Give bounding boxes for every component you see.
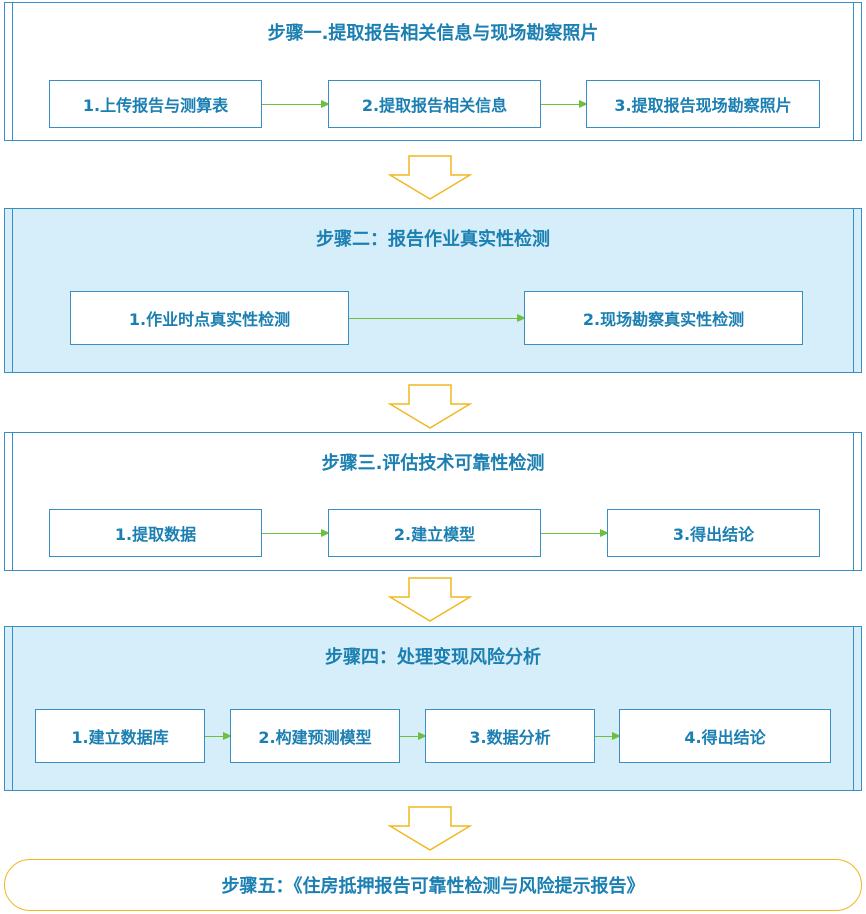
step-4-title: 步骤四：处理变现风险分析 <box>5 643 861 669</box>
step-2-box-2: 2.现场勘察真实性检测 <box>524 291 803 345</box>
step-4-box-4: 4.得出结论 <box>619 709 831 763</box>
step-2-panel: 步骤二：报告作业真实性检测 1.作业时点真实性检测 2.现场勘察真实性检测 <box>4 208 862 373</box>
step-3-arrow-1 <box>262 533 328 534</box>
step-3-panel: 步骤三.评估技术可靠性检测 1.提取数据 2.建立模型 3.得出结论 <box>4 432 862 571</box>
step-2-box-1: 1.作业时点真实性检测 <box>70 291 349 345</box>
step-4-panel: 步骤四：处理变现风险分析 1.建立数据库 2.构建预测模型 3.数据分析 4.得… <box>4 626 862 791</box>
step-4-arrow-3 <box>595 736 619 737</box>
step-1-arrow-1 <box>262 104 328 105</box>
step-3-box-2: 2.建立模型 <box>328 509 541 557</box>
step-4-box-1: 1.建立数据库 <box>35 709 205 763</box>
down-arrow-3 <box>388 577 472 622</box>
step-4-arrow-1 <box>205 736 230 737</box>
step-4-arrow-2 <box>400 736 425 737</box>
down-arrow-2 <box>388 384 472 429</box>
step-3-box-1: 1.提取数据 <box>49 509 262 557</box>
step-3-title: 步骤三.评估技术可靠性检测 <box>5 449 861 475</box>
step-4-box-3: 3.数据分析 <box>425 709 595 763</box>
step-3-arrow-2 <box>541 533 607 534</box>
step-3-box-3: 3.得出结论 <box>607 509 820 557</box>
step-2-title: 步骤二：报告作业真实性检测 <box>5 225 861 251</box>
step-1-panel: 步骤一.提取报告相关信息与现场勘察照片 1.上传报告与测算表 2.提取报告相关信… <box>4 2 862 141</box>
step-1-box-1: 1.上传报告与测算表 <box>49 80 262 128</box>
step-1-title: 步骤一.提取报告相关信息与现场勘察照片 <box>5 19 861 45</box>
step-5-final-report: 步骤五：《住房抵押报告可靠性检测与风险提示报告》 <box>4 859 862 911</box>
step-1-box-2: 2.提取报告相关信息 <box>328 80 541 128</box>
step-1-box-3: 3.提取报告现场勘察照片 <box>586 80 820 128</box>
step-4-box-2: 2.构建预测模型 <box>230 709 400 763</box>
down-arrow-4 <box>388 806 472 851</box>
step-5-title: 步骤五：《住房抵押报告可靠性检测与风险提示报告》 <box>222 872 645 898</box>
step-2-arrow-1 <box>349 318 524 319</box>
step-1-arrow-2 <box>541 104 586 105</box>
down-arrow-1 <box>388 155 472 200</box>
